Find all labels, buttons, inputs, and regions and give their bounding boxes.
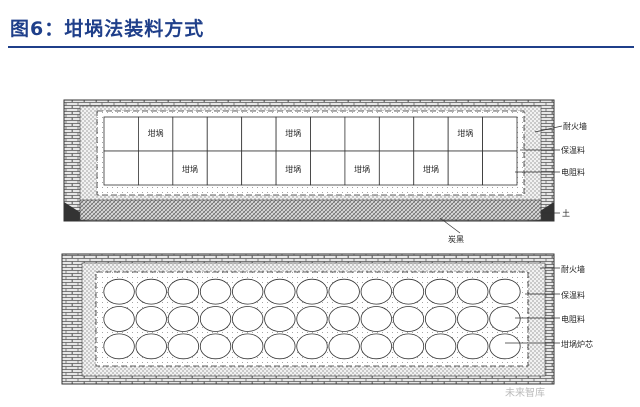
crucible-cell-label: 坩埚 <box>285 128 301 138</box>
crucible-cell <box>138 116 174 152</box>
crucible-cell <box>413 150 449 186</box>
crucible-core <box>296 306 328 332</box>
crucible-grid-1: 坩埚坩埚坩埚坩埚坩埚坩埚坩埚 <box>103 116 518 186</box>
crucible-core <box>360 278 392 305</box>
crucible-core <box>135 333 167 360</box>
watermark: 未来智库 <box>505 386 545 399</box>
crucible-core <box>457 278 489 305</box>
crucible-core <box>103 278 135 305</box>
label-insulation-2: 保温料 <box>561 290 585 300</box>
diagram2 <box>61 253 555 385</box>
crucible-cell-label: 坩埚 <box>354 164 370 174</box>
diagram1: 坩埚坩埚坩埚坩埚坩埚坩埚坩埚 <box>63 99 555 222</box>
label-resistance-2: 电阻料 <box>561 314 585 324</box>
crucible-cell <box>344 116 380 152</box>
crucible-cell <box>103 116 139 152</box>
label-soil: 土 <box>562 208 570 218</box>
crucible-core <box>167 306 200 332</box>
crucible-core <box>264 278 296 305</box>
crucible-core <box>232 333 264 360</box>
crucible-core <box>457 306 489 332</box>
crucible-core <box>457 333 489 360</box>
crucible-core <box>199 278 232 305</box>
crucible-core <box>424 278 457 305</box>
crucible-core <box>392 333 425 360</box>
crucible-core <box>135 306 167 332</box>
figure-title: 图6：坩埚法装料方式 <box>10 18 205 40</box>
crucible-cell <box>206 116 243 152</box>
crucible-cell <box>344 150 380 186</box>
crucible-cell <box>172 116 208 152</box>
crucible-core <box>199 333 232 360</box>
crucible-cell <box>378 116 415 152</box>
crucible-core <box>103 333 135 360</box>
crucible-core <box>296 278 328 305</box>
crucible-core <box>199 306 232 332</box>
crucible-cell <box>103 150 139 186</box>
crucible-core <box>232 306 264 332</box>
crucible-core <box>135 278 167 305</box>
crucible-cell <box>241 116 277 152</box>
crucible-cell <box>310 150 346 186</box>
crucible-core <box>328 333 360 360</box>
crucible-cell <box>241 150 277 186</box>
crucible-core <box>360 306 392 332</box>
carbon-black-layer <box>79 199 542 221</box>
crucible-core <box>296 333 328 360</box>
crucible-core <box>167 333 200 360</box>
crucible-core <box>264 333 296 360</box>
crucible-core <box>167 278 200 305</box>
crucible-core <box>328 278 360 305</box>
crucible-core <box>489 278 521 305</box>
crucible-cell-label: 坩埚 <box>148 128 164 138</box>
label-insulation-1: 保温料 <box>561 145 585 155</box>
crucible-core <box>328 306 360 332</box>
crucible-core <box>392 306 425 332</box>
crucible-core <box>424 306 457 332</box>
label-crucible-core: 坩埚炉芯 <box>561 339 593 349</box>
crucible-core <box>360 333 392 360</box>
crucible-core <box>264 306 296 332</box>
crucible-cell <box>206 150 243 186</box>
crucible-core <box>489 306 521 332</box>
title-divider <box>8 46 634 48</box>
crucible-cell <box>447 116 483 152</box>
diagram1-labels: 耐火墙 保温料 电阻料 土 炭黑 <box>439 121 587 244</box>
crucible-cell <box>138 150 174 186</box>
crucible-core-grid <box>103 278 521 360</box>
crucible-core <box>424 333 457 360</box>
diagram2-labels: 耐火墙 保温料 电阻料 坩埚炉芯 <box>505 264 593 349</box>
crucible-cell <box>378 150 415 186</box>
label-carbon-black: 炭黑 <box>448 235 464 244</box>
crucible-cell <box>310 116 346 152</box>
crucible-cell-label: 坩埚 <box>457 128 473 138</box>
crucible-cell-label: 坩埚 <box>182 164 198 174</box>
label-resistance-1: 电阻料 <box>561 167 585 177</box>
crucible-cell <box>482 150 518 186</box>
crucible-core <box>392 278 425 305</box>
crucible-core <box>489 333 521 360</box>
label-refractory-wall-1: 耐火墙 <box>563 121 587 131</box>
crucible-cell <box>447 150 483 186</box>
crucible-cell <box>482 116 518 152</box>
crucible-cell-label: 坩埚 <box>285 164 301 174</box>
label-refractory-wall-2: 耐火墙 <box>561 264 585 274</box>
crucible-core <box>103 306 135 332</box>
crucible-cell <box>413 116 449 152</box>
crucible-cell-label: 坩埚 <box>423 164 439 174</box>
crucible-core <box>232 278 264 305</box>
